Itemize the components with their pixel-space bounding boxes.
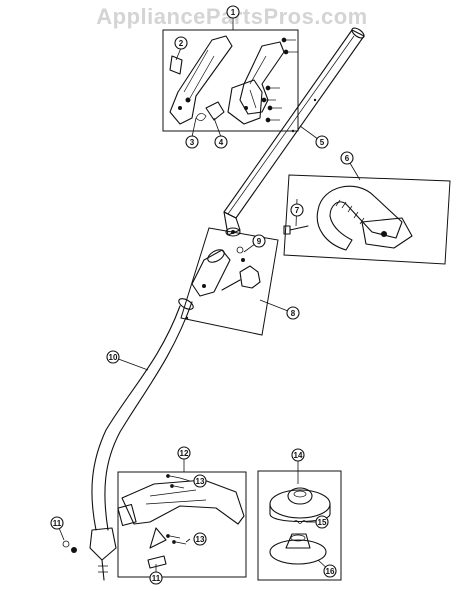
bump-knob [269,533,327,565]
group-box-rear-handle [283,174,451,265]
callout-number: 7 [295,206,300,215]
spool-spring [293,520,307,524]
group-box-handle-assembly [162,29,299,132]
callout-3: 3 [185,135,199,149]
callout-number: 2 [179,39,184,48]
handle-housing-left [169,35,233,125]
callout-9: 9 [252,234,266,248]
callout-8: 8 [286,306,300,320]
callout-12: 12 [177,446,191,460]
callout-1: 1 [226,5,240,19]
lower-shaft [91,298,194,531]
callout-number: 6 [345,154,350,163]
callout-number: 11 [152,574,161,583]
knob-with-bolt [221,246,261,291]
callout-4: 4 [214,135,228,149]
callout-number: 13 [196,477,205,486]
trimmer-guard [117,474,245,569]
callout-10: 10 [106,350,120,364]
callout-number: 14 [294,451,303,460]
shaft-clamp [62,527,117,581]
callout-number: 1 [231,8,236,17]
callout-number: 8 [291,309,296,318]
rear-handle [316,185,413,251]
callout-6: 6 [340,151,354,165]
callout-11: 11 [50,516,64,530]
callout-number: 9 [257,237,262,246]
spool-housing [269,487,331,522]
callout-number: 4 [219,138,224,147]
handle-housing-right [227,41,285,125]
callout-14: 14 [291,448,305,462]
callout-2: 2 [174,36,188,50]
callout-number: 5 [320,138,325,147]
group-box-guard [117,471,247,578]
callout-number: 13 [196,535,205,544]
upper-shaft [223,27,365,237]
callout-number: 12 [180,449,189,458]
callout-15: 15 [315,515,329,529]
group-box-trimmer-head [257,470,342,581]
callout-number: 16 [326,567,335,576]
callout-16: 16 [323,564,337,578]
handle-screws [261,37,298,123]
rear-handle-bolt [283,225,309,235]
callout-number: 3 [190,138,195,147]
callout-13: 13 [193,474,207,488]
callout-number: 11 [53,519,62,528]
callout-5: 5 [315,135,329,149]
callout-number: 15 [318,518,327,527]
coupler-housing [191,249,231,297]
callout-number: 10 [109,353,118,362]
trigger-switch [195,101,225,121]
callout-13: 13 [193,532,207,546]
callout-7: 7 [290,203,304,217]
callout-11: 11 [149,571,163,585]
